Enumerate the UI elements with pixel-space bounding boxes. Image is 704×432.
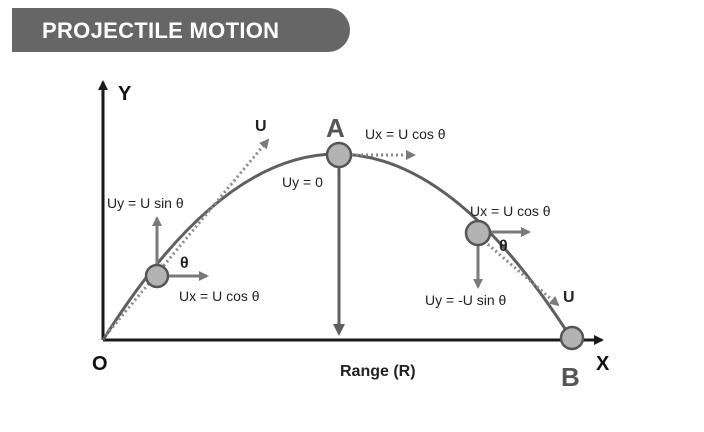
launch-uy-label: Uy = U sin θ — [107, 195, 184, 211]
y-axis-label: Y — [118, 83, 132, 105]
origin-label: O — [92, 353, 108, 375]
descent-ux-label: Ux = U cos θ — [470, 203, 551, 219]
x-axis-label: X — [596, 353, 610, 375]
apex-ball-icon — [325, 141, 353, 169]
descent-velocity-arrow — [483, 239, 560, 307]
descent-angle-label: θ — [499, 238, 508, 255]
landing-point-label: B — [561, 362, 580, 392]
launch-ball-icon — [144, 263, 170, 289]
descent-velocity-label: U — [563, 289, 575, 306]
title-banner: PROJECTILE MOTION — [12, 8, 350, 52]
landing-ball-icon — [559, 325, 585, 351]
launch-ux-label: Ux = U cos θ — [179, 288, 260, 304]
page-title: PROJECTILE MOTION — [42, 18, 280, 43]
descent-ball-icon — [464, 219, 492, 247]
apex-ux-label: Ux = U cos θ — [365, 126, 446, 142]
descent-uy-label: Uy = -U sin θ — [425, 292, 507, 308]
range-label: Range (R) — [340, 363, 416, 380]
launch-velocity-arrow — [104, 138, 270, 336]
apex-uy-label: Uy = 0 — [282, 174, 323, 190]
launch-velocity-label: U — [255, 118, 267, 135]
apex-point-label: A — [326, 113, 345, 143]
launch-angle-label: θ — [180, 255, 189, 272]
